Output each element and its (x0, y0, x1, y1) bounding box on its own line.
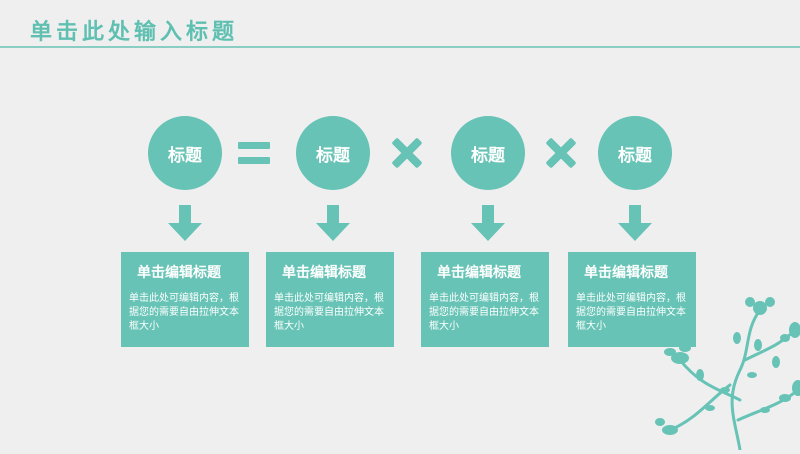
title-circle-4[interactable]: 标题 (598, 116, 672, 190)
content-box-body[interactable]: 单击此处可编辑内容，根据您的需要自由拉伸文本框大小 (274, 293, 384, 332)
content-box-3[interactable]: 单击编辑标题 单击此处可编辑内容，根据您的需要自由拉伸文本框大小 (421, 252, 549, 347)
title-circle-1[interactable]: 标题 (148, 116, 222, 190)
times-icon (391, 137, 423, 169)
arrow-down-icon (618, 205, 652, 241)
title-divider (0, 46, 800, 48)
times-icon (545, 137, 577, 169)
content-box-4[interactable]: 单击编辑标题 单击此处可编辑内容，根据您的需要自由拉伸文本框大小 (568, 252, 696, 347)
floral-branch-icon (640, 290, 800, 452)
content-box-1[interactable]: 单击编辑标题 单击此处可编辑内容，根据您的需要自由拉伸文本框大小 (121, 252, 249, 347)
arrow-down-icon (316, 205, 350, 241)
content-box-body[interactable]: 单击此处可编辑内容，根据您的需要自由拉伸文本框大小 (576, 293, 686, 332)
content-box-title[interactable]: 单击编辑标题 (437, 265, 521, 281)
arrow-down-icon (471, 205, 505, 241)
equals-icon (238, 142, 270, 164)
content-box-body[interactable]: 单击此处可编辑内容，根据您的需要自由拉伸文本框大小 (429, 293, 539, 332)
content-box-title[interactable]: 单击编辑标题 (137, 265, 221, 281)
content-box-body[interactable]: 单击此处可编辑内容，根据您的需要自由拉伸文本框大小 (129, 293, 239, 332)
slide-title[interactable]: 单击此处输入标题 (30, 20, 239, 45)
content-box-title[interactable]: 单击编辑标题 (282, 265, 366, 281)
title-circle-3[interactable]: 标题 (451, 116, 525, 190)
arrow-down-icon (168, 205, 202, 241)
content-box-2[interactable]: 单击编辑标题 单击此处可编辑内容，根据您的需要自由拉伸文本框大小 (266, 252, 394, 347)
content-box-title[interactable]: 单击编辑标题 (584, 265, 668, 281)
title-circle-2[interactable]: 标题 (296, 116, 370, 190)
